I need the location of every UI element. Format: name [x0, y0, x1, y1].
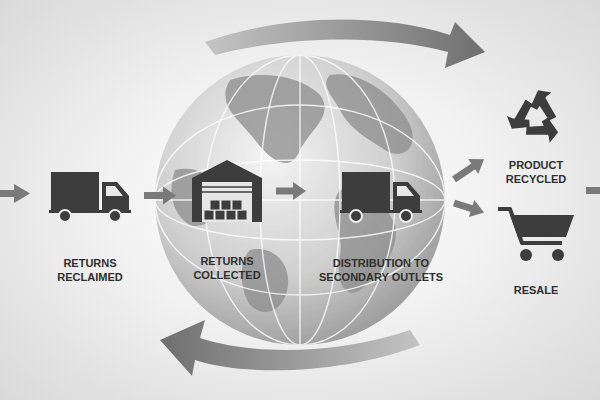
flow-arrow: [454, 200, 484, 217]
icon-node: RETURNS RECLAIMED: [40, 168, 140, 284]
step-label: RETURNS RECLAIMED: [40, 256, 140, 284]
icon-node: PRODUCT RECYCLED: [490, 78, 582, 186]
cycle-arrow: [205, 20, 485, 68]
icon-node: DISTRIBUTION TO SECONDARY OUTLETS: [312, 168, 450, 284]
step-label: DISTRIBUTION TO SECONDARY OUTLETS: [312, 256, 450, 284]
flow-arrow: [276, 182, 306, 200]
step-label: RETURNS COLLECTED: [182, 254, 272, 282]
cart-icon: [496, 203, 576, 263]
globe-grid: [155, 55, 445, 345]
globe: [155, 55, 445, 345]
icon-node: RESALE: [490, 203, 582, 297]
truck-icon: [340, 168, 422, 223]
flow-arrow: [144, 187, 176, 205]
step-label: RESALE: [490, 283, 582, 297]
step-label: PRODUCT RECYCLED: [490, 158, 582, 186]
icon-node: RETURNS COLLECTED: [182, 158, 272, 282]
warehouse-icon: [190, 158, 264, 224]
flow-arrow: [454, 159, 484, 179]
recycle-icon: [500, 78, 572, 152]
truck-icon: [49, 168, 131, 223]
